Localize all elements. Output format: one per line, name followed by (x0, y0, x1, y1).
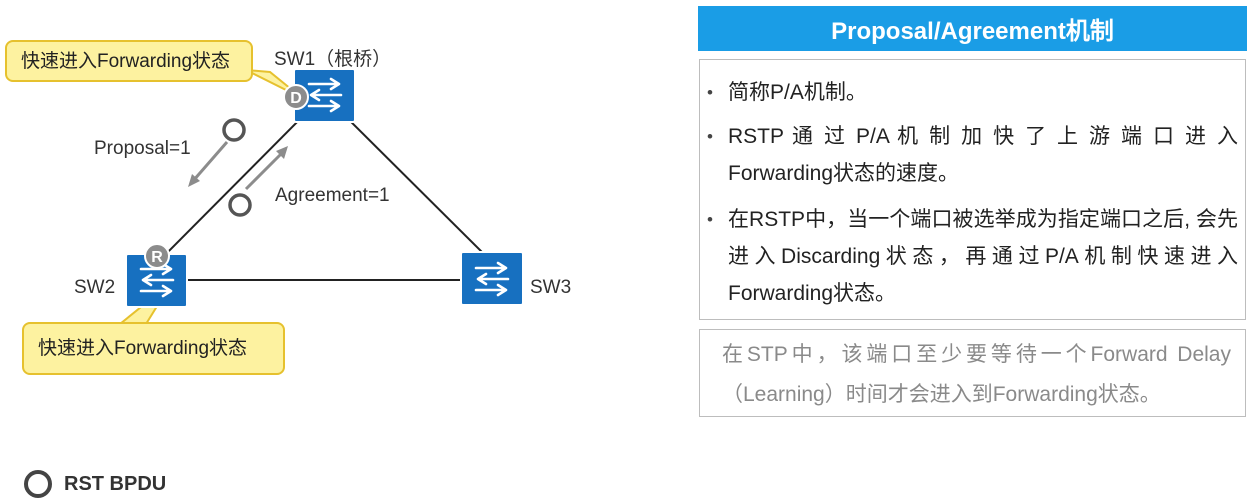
proposal-label: Proposal=1 (94, 138, 191, 159)
stp-note: 在STP中，该端口至少要等待一个Forward Delay （Learning）… (699, 329, 1246, 417)
switch-sw3 (460, 251, 524, 306)
rst-bpdu-legend-icon (24, 470, 52, 498)
link-sw1-sw2 (154, 94, 325, 266)
callout-bottom: 快速进入Forwarding状态 (22, 322, 285, 375)
rst-bpdu-agreement-icon (228, 193, 252, 217)
sw3-label: SW3 (530, 277, 572, 298)
topology-diagram: D R (117, 68, 524, 325)
bullet-dot-icon: • (707, 210, 713, 229)
legend-label: RST BPDU (64, 472, 167, 495)
bullet-text: RSTP 通 过 P/A 机 制 加 快 了 上 游 端 口 进 入 Forwa… (728, 125, 1238, 185)
bullet-list: • 简称P/A机制。 • RSTP 通 过 P/A 机 制 加 快 了 上 游 … (699, 59, 1246, 320)
port-role-root-badge: R (144, 243, 170, 269)
agreement-arrow (244, 146, 288, 191)
callout-top: 快速进入Forwarding状态 (5, 40, 253, 82)
bullet-dot-icon: • (707, 83, 713, 102)
panel-title: Proposal/Agreement机制 (698, 6, 1247, 51)
sw1-label: SW1（根桥） (274, 49, 392, 70)
port-role-d-label: D (290, 90, 302, 107)
bullet-text: 简称P/A机制。 (728, 81, 867, 104)
bullet-dot-icon: • (707, 127, 713, 146)
legend: RST BPDU (24, 470, 166, 498)
agreement-label: Agreement=1 (275, 185, 390, 206)
sw2-label: SW2 (74, 277, 116, 298)
port-role-r-label: R (151, 249, 163, 266)
bullet-text: 在RSTP中，当一个端口被选举成为指定端口之后, 会先进入Discarding状… (728, 208, 1238, 305)
proposal-arrow (188, 141, 229, 187)
port-role-designated-badge: D (283, 84, 309, 110)
rst-bpdu-proposal-icon (222, 118, 246, 142)
